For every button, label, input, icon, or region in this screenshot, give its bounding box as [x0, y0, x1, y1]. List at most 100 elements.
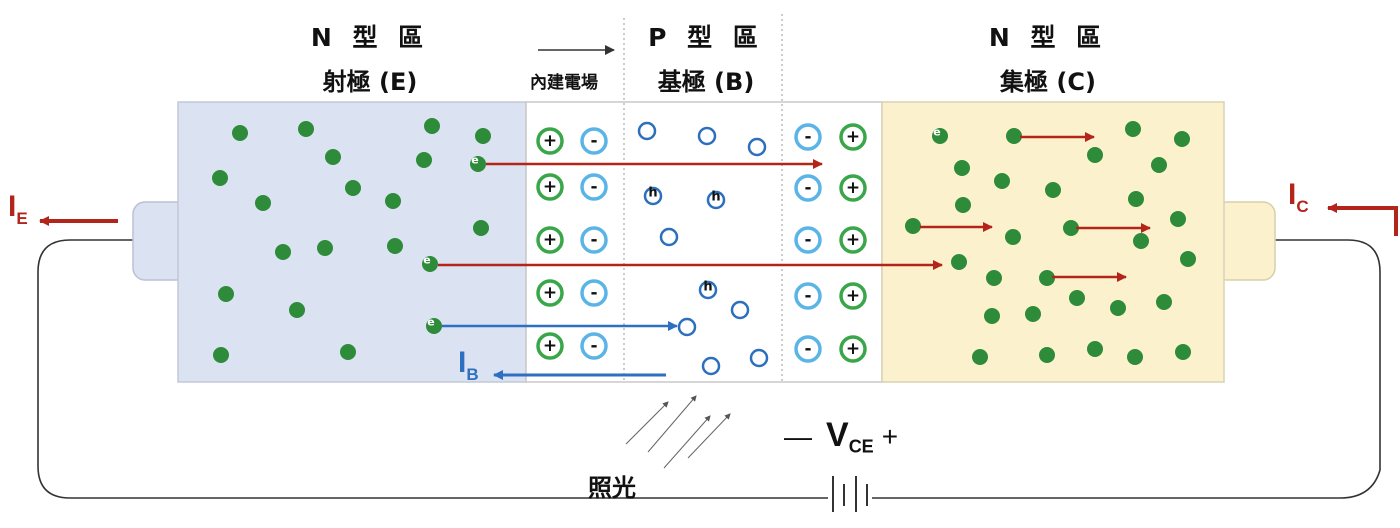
electron — [951, 254, 967, 270]
electron — [213, 347, 229, 363]
ion — [794, 335, 822, 363]
ion-sign: - — [590, 131, 597, 151]
ion — [839, 335, 867, 363]
electron — [1175, 344, 1191, 360]
electron — [340, 344, 356, 360]
collector-type-label: N 型 區 — [988, 23, 1108, 52]
electron — [1133, 233, 1149, 249]
builtin-field-label: 內建電場 — [530, 73, 598, 93]
electron — [232, 125, 248, 141]
ion-sign: - — [590, 283, 597, 303]
ion-sign: - — [804, 339, 811, 359]
electron — [470, 156, 486, 172]
ion — [794, 282, 822, 310]
hole-label: h — [648, 186, 657, 201]
electron — [1045, 182, 1061, 198]
electron — [387, 238, 403, 254]
ion — [580, 173, 608, 201]
electron — [345, 180, 361, 196]
electron — [475, 128, 491, 144]
ion-sign: - — [804, 230, 811, 250]
ion — [839, 123, 867, 151]
ion-sign: - — [590, 230, 597, 250]
ion — [794, 123, 822, 151]
ion-sign: - — [590, 336, 597, 356]
electron — [385, 193, 401, 209]
collector-region — [881, 101, 1225, 383]
ion-sign: + — [543, 131, 557, 151]
electron — [1174, 131, 1190, 147]
ion-sign: - — [804, 178, 811, 198]
ion — [536, 127, 564, 155]
ion — [794, 226, 822, 254]
hole — [730, 300, 750, 320]
ion — [580, 279, 608, 307]
electron — [905, 218, 921, 234]
electron — [426, 318, 442, 334]
electron — [1087, 147, 1103, 163]
electron — [1005, 229, 1021, 245]
electron — [1087, 341, 1103, 357]
ion-sign: + — [846, 286, 860, 306]
ion — [536, 332, 564, 360]
hole — [706, 190, 726, 210]
ion — [839, 282, 867, 310]
hole — [659, 227, 679, 247]
electron-label: e — [471, 154, 478, 167]
ion-sign: + — [846, 127, 860, 147]
electron — [1069, 290, 1085, 306]
electron — [1127, 349, 1143, 365]
electron — [955, 197, 971, 213]
ion — [536, 226, 564, 254]
ion-sign: + — [543, 336, 557, 356]
ion — [580, 332, 608, 360]
electron — [218, 286, 234, 302]
ion-sign: + — [846, 230, 860, 250]
electron — [984, 308, 1000, 324]
hole — [637, 121, 657, 141]
ion-sign: + — [846, 178, 860, 198]
hole — [677, 317, 697, 337]
electron — [1110, 300, 1126, 316]
electron — [416, 152, 432, 168]
electron-label: e — [933, 126, 940, 139]
vce-label: —VCE+ — [784, 416, 899, 457]
electron — [1006, 128, 1022, 144]
electron — [298, 121, 314, 137]
electron — [1128, 191, 1144, 207]
ion-sign: - — [804, 286, 811, 306]
ion-sign: + — [543, 177, 557, 197]
hole — [701, 356, 721, 376]
electron — [1063, 220, 1079, 236]
circuit-wire — [37, 239, 1381, 499]
ion — [794, 174, 822, 202]
electron — [994, 173, 1010, 189]
ion — [580, 127, 608, 155]
electron — [1039, 347, 1055, 363]
emitter-region — [177, 101, 527, 383]
electron — [424, 118, 440, 134]
base-name-label: 基極 (B) — [657, 68, 755, 96]
electron — [317, 240, 333, 256]
electron — [1151, 157, 1167, 173]
battery-icon — [832, 476, 868, 512]
ib-label: IB — [458, 346, 479, 384]
ion-sign: - — [804, 127, 811, 147]
ion — [839, 226, 867, 254]
electron — [473, 220, 489, 236]
hole — [698, 280, 718, 300]
electron — [954, 160, 970, 176]
ion — [580, 226, 608, 254]
ion-sign: + — [543, 230, 557, 250]
electron-label: e — [423, 254, 430, 267]
electron-label: e — [427, 316, 434, 329]
ic-label: IC — [1288, 178, 1309, 216]
electron — [1025, 306, 1041, 322]
electron — [212, 170, 228, 186]
illumination-label: 照光 — [588, 474, 636, 502]
emitter-name-label: 射極 (E) — [322, 68, 418, 96]
hole — [643, 186, 663, 206]
electron — [932, 128, 948, 144]
ic-arrow — [1327, 203, 1398, 236]
electron — [289, 302, 305, 318]
